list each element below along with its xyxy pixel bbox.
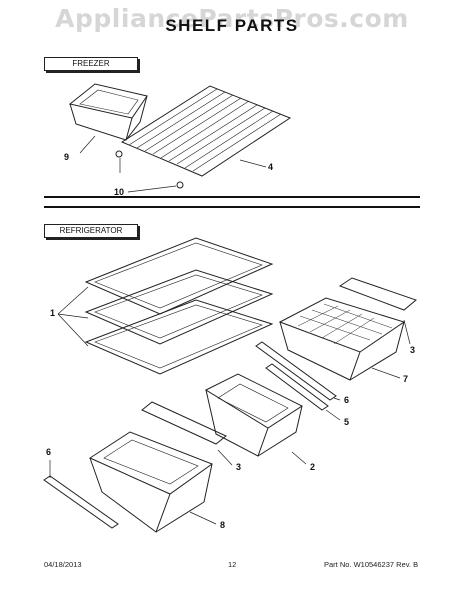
callout-4: 4 <box>268 162 274 172</box>
footer-part-number: Part No. W10546237 Rev. B <box>324 560 419 569</box>
callout-3-upper: 3 <box>410 345 416 355</box>
callout-6-lower: 6 <box>46 447 52 457</box>
pantry-cover-drawing <box>338 277 418 311</box>
freezer-section-label: FREEZER <box>44 57 138 71</box>
footer-date: 04/18/2013 <box>44 560 82 569</box>
slide-rail-upper-drawing <box>255 341 337 401</box>
freezer-wire-shelf-drawing <box>115 85 292 189</box>
section-divider-top <box>44 196 420 198</box>
footer-page-number: 12 <box>228 560 237 569</box>
slide-rail-lower-drawing <box>265 363 329 411</box>
watermark-text: AppliancePartsPros.com <box>55 4 409 33</box>
callout-1: 1 <box>50 308 56 318</box>
callout-5: 5 <box>344 417 350 427</box>
callout-2: 2 <box>310 462 316 472</box>
callout-9: 9 <box>64 152 70 162</box>
page-title: SHELF PARTS <box>165 16 299 35</box>
freezer-bin-drawing <box>68 83 148 141</box>
crisper-drawer-left-drawing <box>88 431 214 533</box>
callout-7: 7 <box>403 374 409 384</box>
callout-8: 8 <box>220 520 226 530</box>
crisper-cover-drawing <box>141 401 227 445</box>
section-divider-bottom <box>44 206 420 208</box>
slide-rail-left-drawing <box>43 475 119 529</box>
refrigerator-section-label: REFRIGERATOR <box>44 224 138 238</box>
callout-10: 10 <box>114 187 125 197</box>
glass-shelves-drawing <box>84 237 274 375</box>
callout-3-lower: 3 <box>236 462 242 472</box>
pantry-drawer-drawing <box>278 297 406 381</box>
crisper-drawer-right-drawing <box>204 373 304 457</box>
callout-6-upper: 6 <box>344 395 350 405</box>
